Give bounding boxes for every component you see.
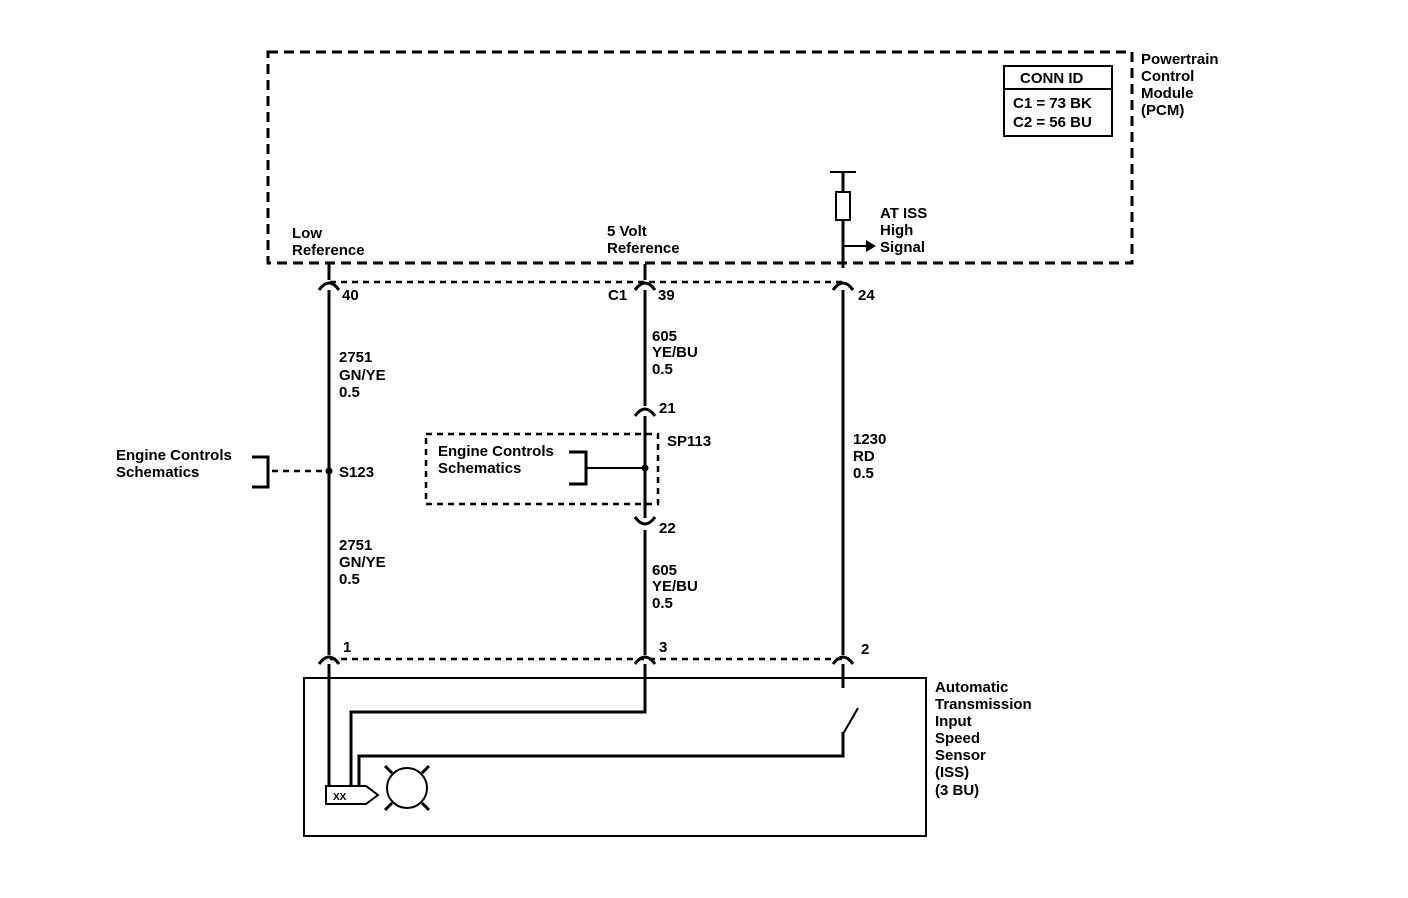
splice-s123 xyxy=(325,467,333,475)
svg-text:YE/BU: YE/BU xyxy=(652,578,698,595)
iss-sensor-title: Automatic Transmission Input Speed Senso… xyxy=(935,679,1032,799)
sensor-pin-3: 3 xyxy=(659,639,667,656)
sensor-pin-1: 1 xyxy=(343,639,351,656)
pcm-boundary xyxy=(266,50,1134,265)
pcm-pin-cups xyxy=(317,264,855,291)
svg-text:Transmission: Transmission xyxy=(935,696,1032,713)
svg-text:Automatic: Automatic xyxy=(935,679,1008,696)
svg-text:Speed: Speed xyxy=(935,730,980,747)
svg-text:2751: 2751 xyxy=(339,537,372,554)
svg-text:(3 BU): (3 BU) xyxy=(935,782,979,799)
engine-controls-ref-left: Engine Controls Schematics xyxy=(116,447,232,481)
sensor-pickup-icon: XX xyxy=(325,785,380,805)
svg-text:5 Volt: 5 Volt xyxy=(607,223,647,240)
svg-text:605: 605 xyxy=(652,328,677,345)
five-volt-reference-label: 5 Volt Reference xyxy=(607,223,680,257)
svg-text:Reference: Reference xyxy=(607,240,680,257)
svg-text:0.5: 0.5 xyxy=(339,384,360,401)
svg-text:0.5: 0.5 xyxy=(853,465,874,482)
svg-text:0.5: 0.5 xyxy=(339,571,360,588)
svg-text:Signal: Signal xyxy=(880,239,925,256)
inline-pin-22 xyxy=(633,516,657,526)
svg-text:2751: 2751 xyxy=(339,349,372,366)
svg-text:GN/YE: GN/YE xyxy=(339,367,386,384)
svg-text:Input: Input xyxy=(935,713,972,730)
sensor-pin-cups xyxy=(317,655,855,665)
pull-up-resistor-icon xyxy=(830,171,856,268)
svg-text:(PCM): (PCM) xyxy=(1141,102,1184,119)
svg-text:Engine Controls: Engine Controls xyxy=(116,447,232,464)
svg-text:GN/YE: GN/YE xyxy=(339,554,386,571)
svg-text:1230: 1230 xyxy=(853,431,886,448)
signal-arrow-icon xyxy=(843,240,876,252)
conn-id-header: CONN ID xyxy=(1020,70,1084,87)
wire-1230-label: 1230 RD 0.5 xyxy=(853,431,886,482)
svg-text:XX: XX xyxy=(333,792,347,803)
reluctor-wheel-icon xyxy=(383,764,431,812)
wire-2751-upper-label: 2751 GN/YE 0.5 xyxy=(339,349,386,401)
conn-id-row-c2: C2 = 56 BU xyxy=(1013,114,1092,131)
pin-22: 22 xyxy=(659,520,676,537)
engine-controls-ref-bracket-mid xyxy=(569,450,588,486)
iss-sensor-boundary xyxy=(303,677,927,837)
svg-text:605: 605 xyxy=(652,562,677,579)
svg-text:Schematics: Schematics xyxy=(438,460,521,477)
splice-s123-label: S123 xyxy=(339,464,374,481)
sensor-pin-2: 2 xyxy=(861,641,869,658)
svg-text:Engine Controls: Engine Controls xyxy=(438,443,554,460)
svg-text:0.5: 0.5 xyxy=(652,361,673,378)
wire-605-upper-label: 605 YE/BU 0.5 xyxy=(652,328,698,378)
wire-605-lower-label: 605 YE/BU 0.5 xyxy=(652,562,698,612)
pin-40: 40 xyxy=(342,287,359,304)
sensor-internal-wiring xyxy=(327,664,859,787)
svg-text:AT ISS: AT ISS xyxy=(880,205,927,222)
svg-text:Module: Module xyxy=(1141,85,1194,102)
svg-text:0.5: 0.5 xyxy=(652,595,673,612)
svg-text:Reference: Reference xyxy=(292,242,365,259)
splice-sp113-label: SP113 xyxy=(667,433,711,450)
svg-text:High: High xyxy=(880,222,913,239)
svg-text:YE/BU: YE/BU xyxy=(652,344,698,361)
svg-text:Low: Low xyxy=(292,225,322,242)
pin-24: 24 xyxy=(858,287,875,304)
svg-text:Schematics: Schematics xyxy=(116,464,199,481)
svg-text:RD: RD xyxy=(853,448,875,465)
wire-2751-lower-label: 2751 GN/YE 0.5 xyxy=(339,537,386,588)
svg-text:Control: Control xyxy=(1141,68,1194,85)
pin-39: 39 xyxy=(658,287,675,304)
pcm-title: Powertrain Control Module (PCM) xyxy=(1141,51,1219,119)
svg-text:(ISS): (ISS) xyxy=(935,764,969,781)
svg-text:Sensor: Sensor xyxy=(935,747,986,764)
inline-pin-21 xyxy=(633,407,657,417)
sp113-boundary xyxy=(424,432,660,506)
engine-controls-ref-mid: Engine Controls Schematics xyxy=(438,443,554,477)
pin-21: 21 xyxy=(659,400,676,417)
iss-high-signal-label: AT ISS High Signal xyxy=(880,205,927,256)
engine-controls-ref-bracket-left xyxy=(252,455,270,489)
svg-text:Powertrain: Powertrain xyxy=(1141,51,1219,68)
conn-id-table: CONN ID C1 = 73 BK C2 = 56 BU xyxy=(1003,65,1113,137)
low-reference-label: Low Reference xyxy=(292,225,365,259)
conn-id-row-c1: C1 = 73 BK xyxy=(1013,95,1092,112)
connector-c1-label: C1 xyxy=(608,287,627,304)
